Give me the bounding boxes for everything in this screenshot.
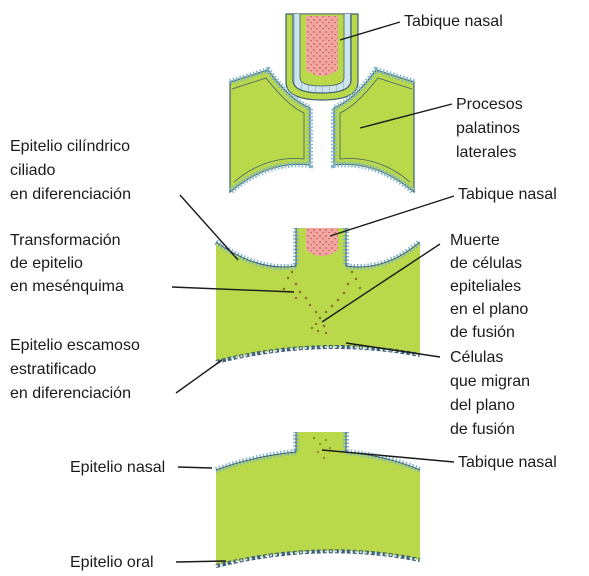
label-muerte-1: Muerte xyxy=(450,232,500,249)
stage-3-fused-palate xyxy=(216,432,420,566)
label-cilindrico-1: Epitelio cilíndrico xyxy=(10,138,130,155)
stage-1-separate-processes xyxy=(230,14,414,192)
label-migran-1: Células xyxy=(450,349,503,366)
label-escamoso-3: en diferenciación xyxy=(10,385,131,402)
label-muerte-3: epiteliales xyxy=(450,278,521,295)
label-transformacion-2: de epitelio xyxy=(10,255,83,272)
label-epitelio-oral: Epitelio oral xyxy=(70,554,154,571)
label-cilindrico-3: en diferenciación xyxy=(10,186,131,203)
label-escamoso-1: Epitelio escamoso xyxy=(10,337,140,354)
label-muerte-2: de células xyxy=(450,255,522,272)
label-migran-3: del plano xyxy=(450,397,515,414)
label-tabique-nasal-1: Tabique nasal xyxy=(404,13,503,30)
label-tabique-nasal-2: Tabique nasal xyxy=(458,186,557,203)
label-migran-4: de fusión xyxy=(450,421,515,438)
label-procesos-1: Procesos xyxy=(456,96,523,113)
label-transformacion-1: Transformación xyxy=(10,232,121,249)
label-epitelio-nasal: Epitelio nasal xyxy=(70,459,165,476)
label-muerte-5: de fusión xyxy=(450,324,515,341)
stage-2-septum-core xyxy=(306,228,338,256)
label-tabique-nasal-3: Tabique nasal xyxy=(458,454,557,471)
label-procesos-3: laterales xyxy=(456,144,516,161)
label-muerte-4: en el plano xyxy=(450,301,528,318)
label-cilindrico-2: ciliado xyxy=(10,162,55,179)
stage-2-fusion xyxy=(216,228,420,362)
label-procesos-2: palatinos xyxy=(456,120,520,137)
label-transformacion-3: en mesénquima xyxy=(10,278,124,295)
label-escamoso-2: estratificado xyxy=(10,361,96,378)
nasal-septum-top xyxy=(286,14,358,100)
label-migran-2: que migran xyxy=(450,373,530,390)
